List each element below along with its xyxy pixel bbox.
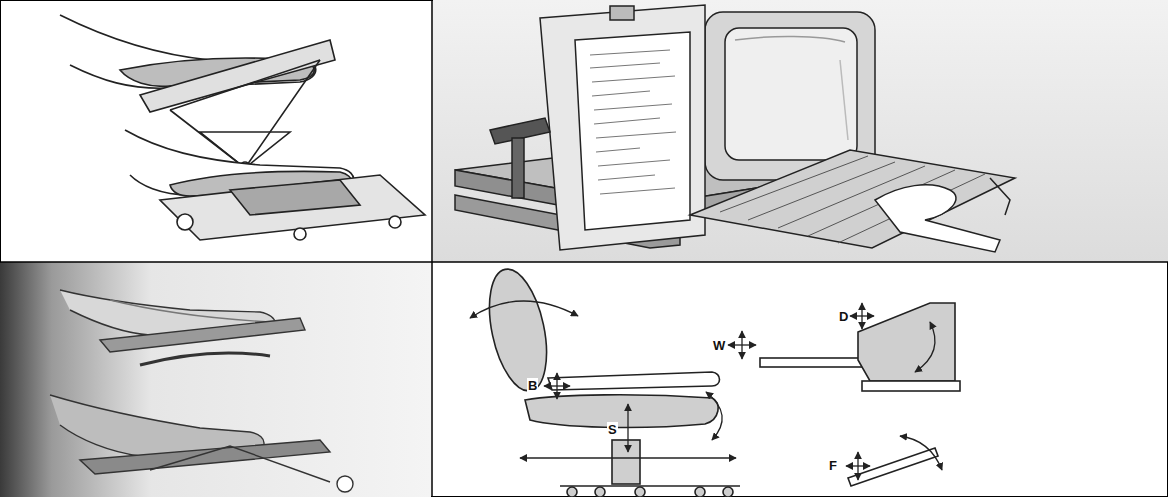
adjustment-letter: D [838, 309, 849, 324]
adjustment-letter: W [712, 338, 726, 353]
chair [480, 264, 960, 497]
footrest-rollers [125, 130, 425, 240]
workstation [455, 5, 1015, 252]
adjustment-arrows [470, 301, 942, 480]
adjustment-letter: B [527, 378, 538, 393]
footrest-rocking [50, 290, 353, 492]
adjustment-letter: F [828, 458, 838, 473]
footrest-triangle [60, 15, 335, 170]
adjustment-letter: S [607, 422, 618, 437]
footrest-panel [0, 262, 431, 497]
computer-panel [433, 0, 1168, 262]
